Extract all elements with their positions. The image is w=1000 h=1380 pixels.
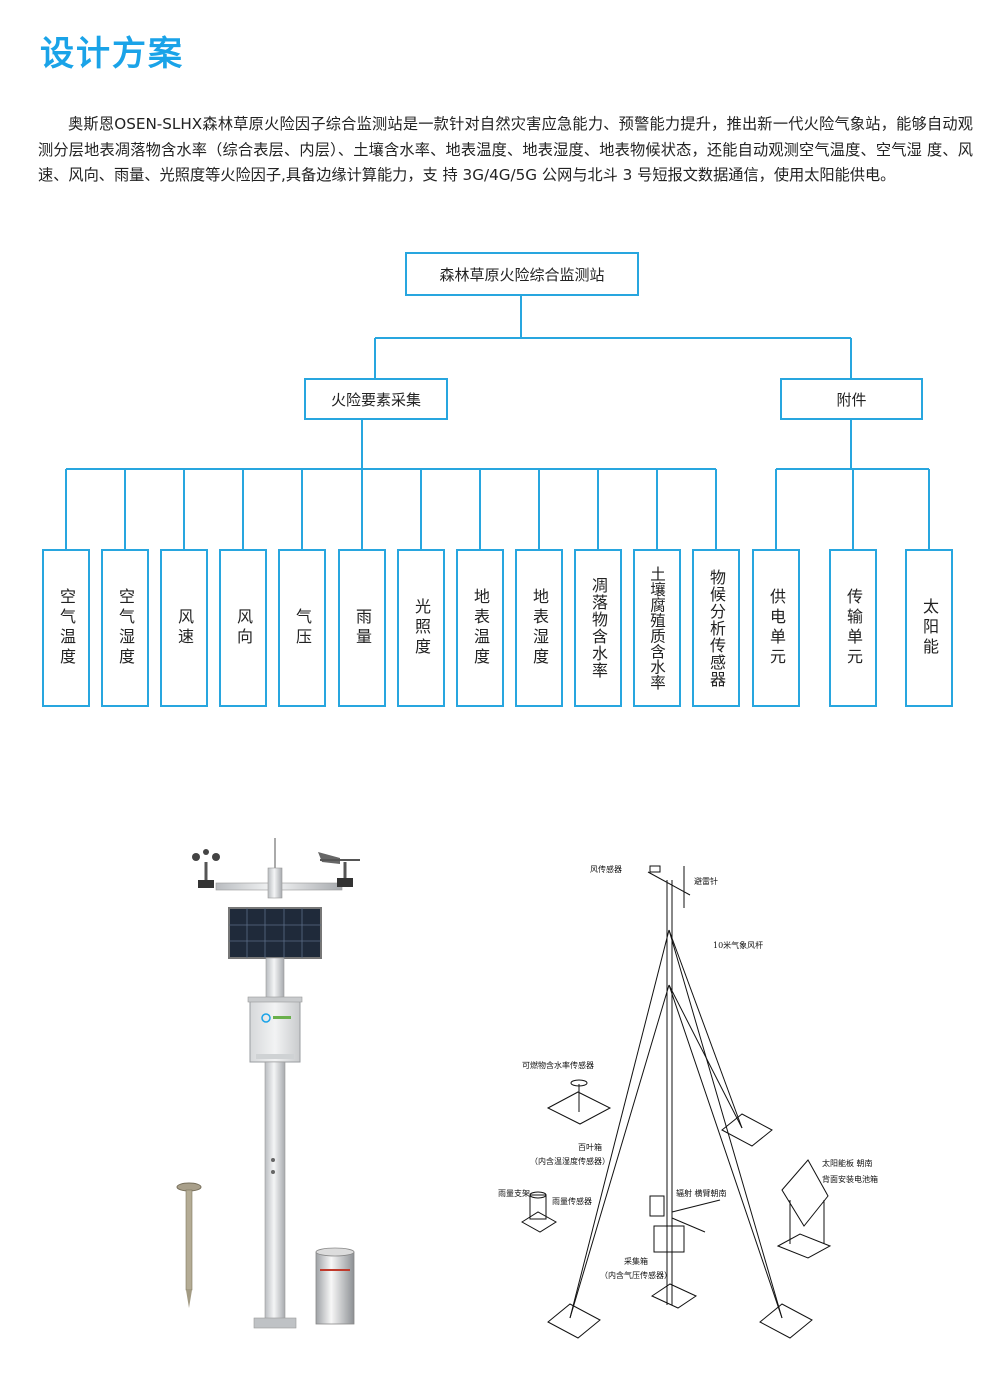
- caption-shield: 百叶箱: [578, 1142, 602, 1152]
- leaf-label: 光照度: [412, 598, 431, 658]
- caption-fuel-sensor: 可燃物含水率传感器: [522, 1060, 594, 1070]
- solar-panel-icon: [228, 907, 322, 959]
- leaf-wind-speed: 风速: [160, 549, 208, 707]
- intro-paragraph: 奥斯恩OSEN-SLHX森林草原火险因子综合监测站是一款针对自然灾害应急能力、预…: [38, 115, 973, 184]
- leaf-surface-temperature: 地表温度: [456, 549, 504, 707]
- leaf-label: 风速: [175, 608, 194, 648]
- leaf-air-pressure: 气压: [278, 549, 326, 707]
- org-group-accessories-label: 附件: [836, 390, 867, 409]
- org-group-accessories: 附件: [780, 378, 923, 420]
- wind-vane-icon: [318, 852, 360, 887]
- leaf-label: 供电单元: [767, 588, 786, 668]
- leaf-air-temperature: 空气温度: [42, 549, 90, 707]
- caption-solar-panel: 太阳能板 朝南: [822, 1158, 873, 1168]
- leaf-phenology-sensor: 物候分析传感器: [692, 549, 740, 707]
- caption-shield-note: （内含温湿度传感器）: [530, 1156, 610, 1166]
- leaf-label: 气压: [293, 608, 312, 648]
- leaf-label: 风向: [234, 608, 253, 648]
- caption-rain-sensor: 雨量传感器: [552, 1196, 592, 1206]
- leaf-label: 空气温度: [57, 588, 76, 668]
- leaf-solar: 太阳能: [905, 549, 953, 707]
- control-cabinet-icon: [247, 996, 303, 1063]
- leaf-label: 太阳能: [920, 598, 939, 658]
- org-chart-connectors: [65, 296, 930, 549]
- leaf-surface-humidity: 地表湿度: [515, 549, 563, 707]
- leaf-label: 传输单元: [844, 588, 863, 668]
- page-title: 设计方案: [40, 34, 184, 74]
- org-root-label: 森林草原火险综合监测站: [439, 265, 605, 284]
- org-root-node: 森林草原火险综合监测站: [405, 252, 639, 296]
- caption-radiation: 辐射 横臂朝南: [676, 1188, 727, 1198]
- leaf-label: 地表温度: [471, 588, 490, 668]
- leaf-illuminance: 光照度: [397, 549, 445, 707]
- anemometer-icon: [192, 849, 220, 888]
- leaf-wind-direction: 风向: [219, 549, 267, 707]
- leaf-transmission-unit: 传输单元: [829, 549, 877, 707]
- rain-gauge-icon: [315, 1247, 355, 1325]
- caption-logger: 采集箱: [624, 1256, 648, 1266]
- caption-mast: 10米气象风杆: [713, 940, 763, 950]
- caption-logger-note: （内含气压传感器）: [600, 1270, 672, 1280]
- caption-battery-note: 背面安装电池箱: [822, 1174, 878, 1184]
- caption-wind-sensor: 风传感器: [590, 864, 622, 874]
- leaf-label: 雨量: [353, 608, 372, 648]
- leaf-litter-moisture: 凋落物含水率: [574, 549, 622, 707]
- org-group-fire-factors: 火险要素采集: [304, 378, 448, 420]
- leaf-label: 凋落物含水率: [589, 577, 608, 679]
- leaf-rainfall: 雨量: [338, 549, 386, 707]
- leaf-label: 地表湿度: [530, 588, 549, 668]
- leaf-soil-humus-moisture: 土壤腐殖质含水率: [633, 549, 681, 707]
- leaf-label: 物候分析传感器: [707, 568, 726, 688]
- leaf-label: 空气湿度: [116, 588, 135, 668]
- caption-lightning-rod: 避雷针: [694, 876, 718, 886]
- leaf-label: 土壤腐殖质含水率: [648, 566, 666, 690]
- soil-probe-icon: [176, 1182, 202, 1308]
- org-group-fire-factors-label: 火险要素采集: [330, 390, 421, 409]
- leaf-power-unit: 供电单元: [752, 549, 800, 707]
- caption-rain-stand: 雨量支架: [498, 1188, 530, 1198]
- leaf-air-humidity: 空气湿度: [101, 549, 149, 707]
